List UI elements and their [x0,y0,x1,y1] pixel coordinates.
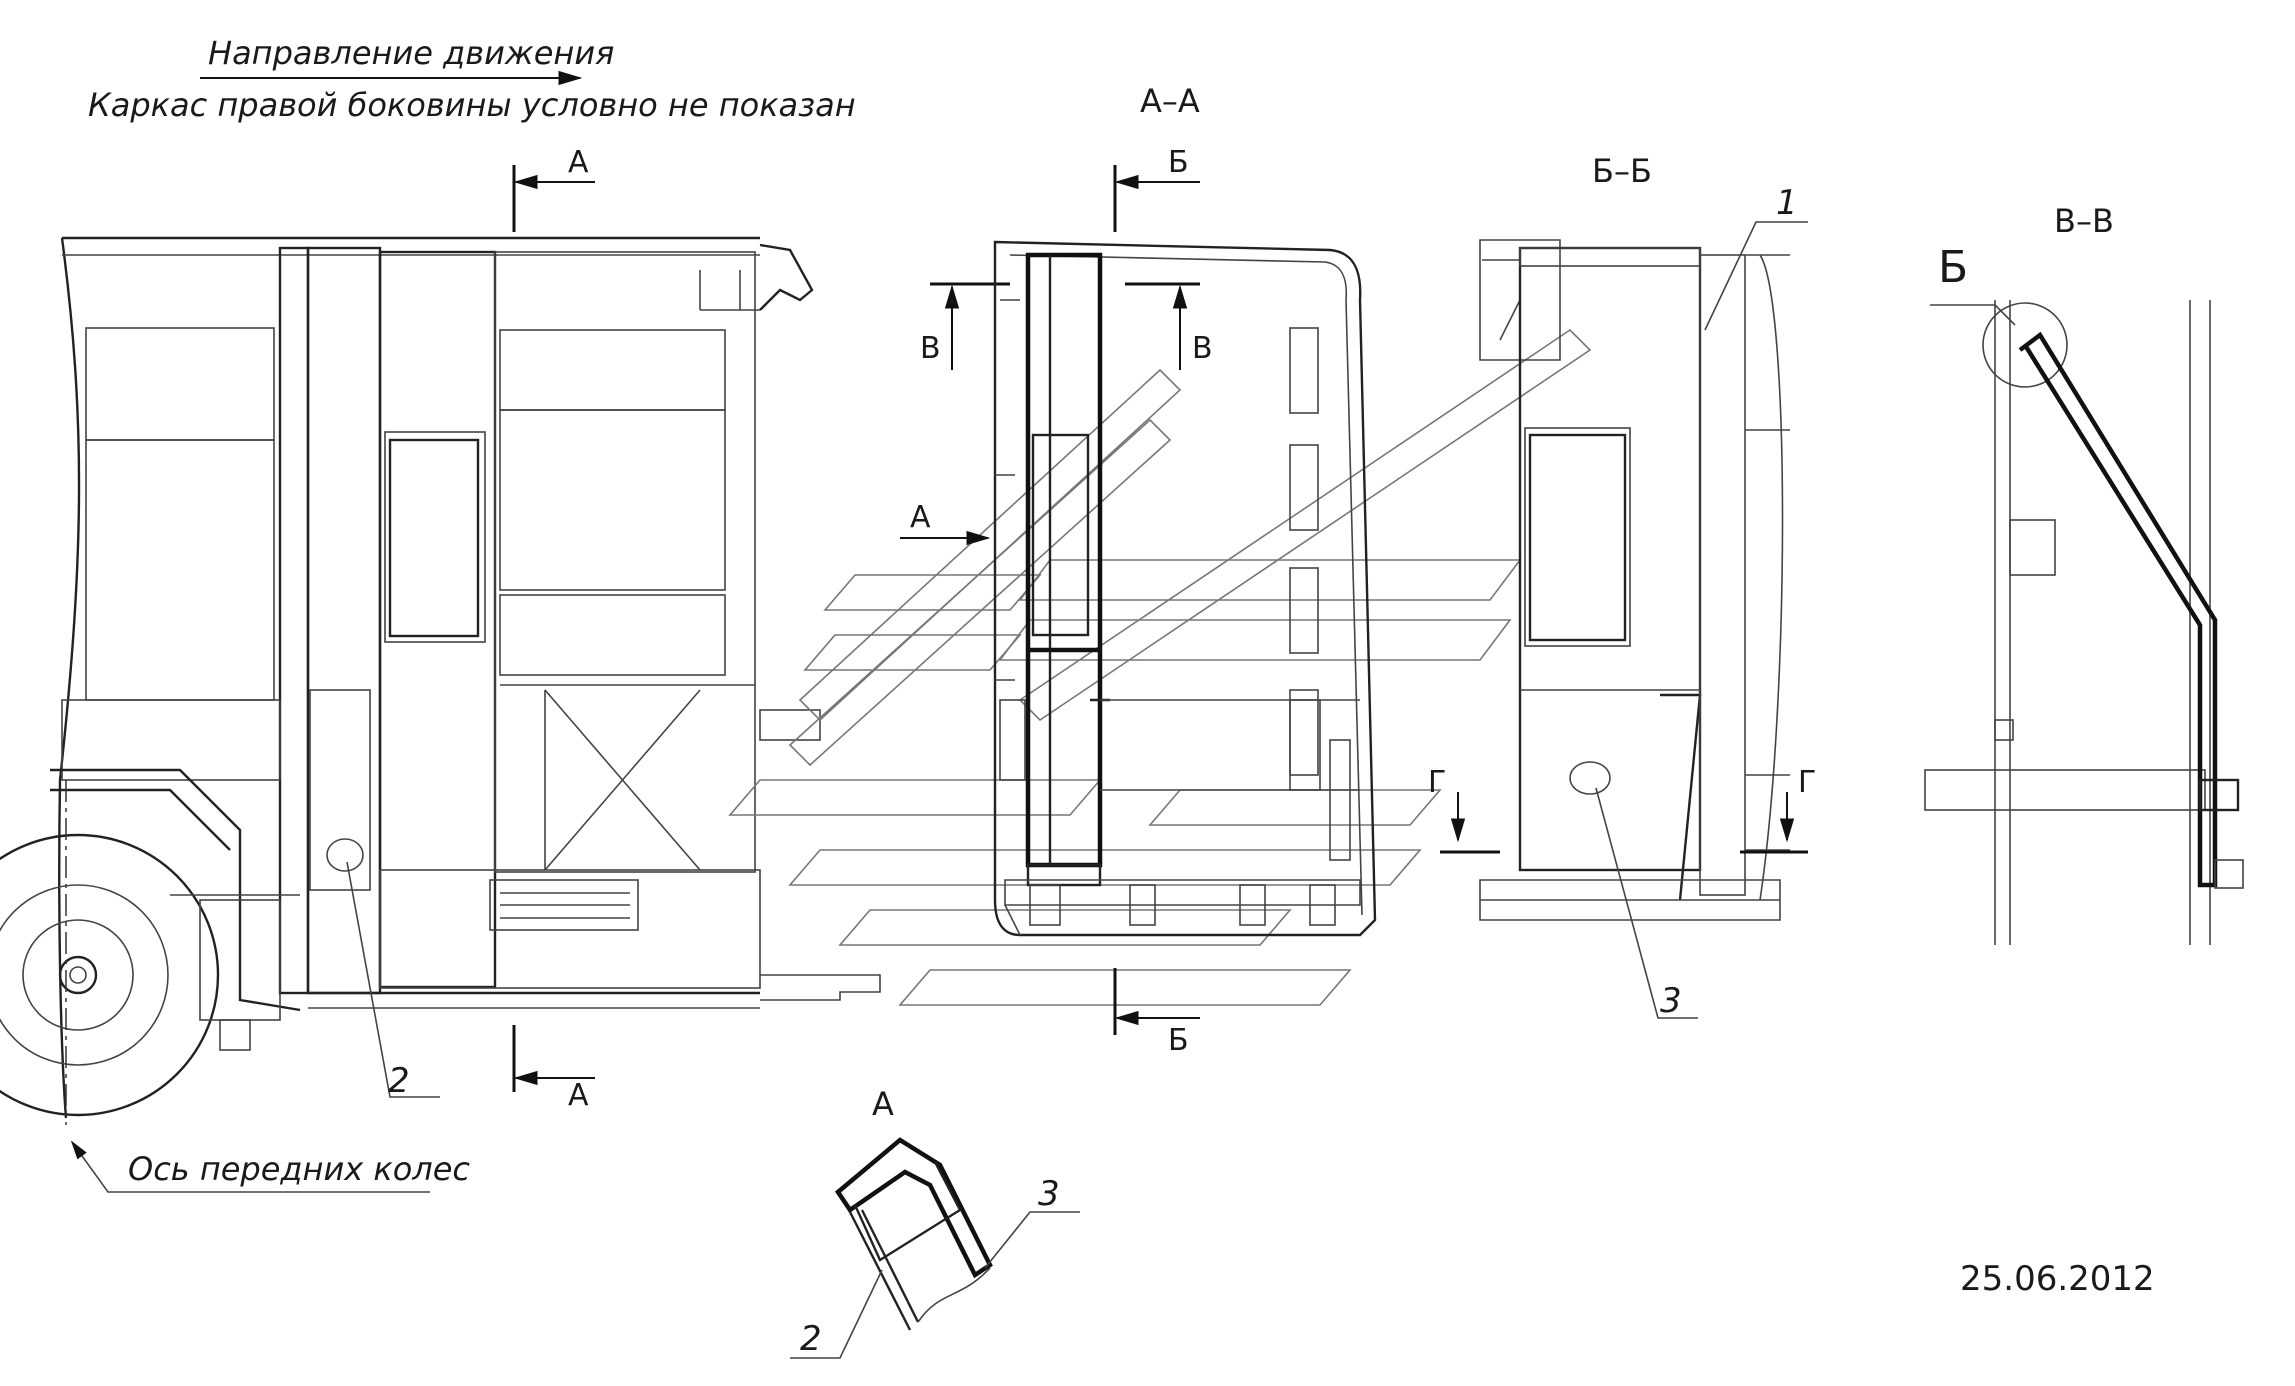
marker-a-section: А [910,500,931,535]
hole-left [326,838,364,872]
marker-g-right: Г [1798,765,1816,800]
section-vv: В–В Б [1924,202,2244,945]
section-aa-title: А–А [1140,82,1200,120]
body-rear-curve [58,237,81,1119]
section-mark-a-bottom: А [512,1025,595,1113]
section-vv-title: В–В [2054,202,2114,240]
watermark-logo [728,328,1592,1006]
top-notes: Направление движения Каркас правой боков… [88,34,856,124]
detail-a: А 3 2 [790,1085,1080,1359]
front-roof-cap [759,243,814,311]
pillar-left [278,246,310,995]
callout-2-side: 2 [388,1061,410,1101]
marker-a-bottom: А [568,1078,589,1113]
callout-3-section: 3 [1660,981,1682,1021]
detail-a-profile [835,1137,993,1279]
detail-b-circle [1982,302,2068,388]
section-bb: Б–Б Г Г 1 3 [1428,152,1816,1021]
marker-a-top: А [568,145,589,180]
section-aa: А–А Б Б В В А [900,82,1377,1058]
marker-b-top: Б [1168,145,1189,180]
side-view: 2 Ось передних колес [0,236,881,1193]
frame-note: Каркас правой боковины условно не показа… [88,86,856,124]
marker-b-bottom: Б [1168,1023,1189,1058]
drawing-date: 25.06.2012 [1960,1259,2155,1299]
callout-2-detail: 2 [800,1319,822,1359]
detail-a-title: А [872,1085,894,1123]
section-bb-title: Б–Б [1592,152,1652,190]
wheel-hub [58,955,98,995]
marker-b-detail: Б [1938,242,1968,293]
door-window [388,438,480,638]
skirt-slots [489,879,639,931]
hole-section-bb [1569,761,1611,795]
callout-1: 1 [1776,183,1798,223]
direction-label: Направление движения [208,34,614,72]
section-mark-a-top: А [512,145,595,232]
front-wheel [0,833,220,1117]
callout-3-detail: 3 [1038,1174,1060,1214]
marker-v-left: В [920,331,941,366]
marker-v-right: В [1192,331,1213,366]
marker-g-left: Г [1428,765,1446,800]
axis-note: Ось передних колес [128,1150,470,1188]
